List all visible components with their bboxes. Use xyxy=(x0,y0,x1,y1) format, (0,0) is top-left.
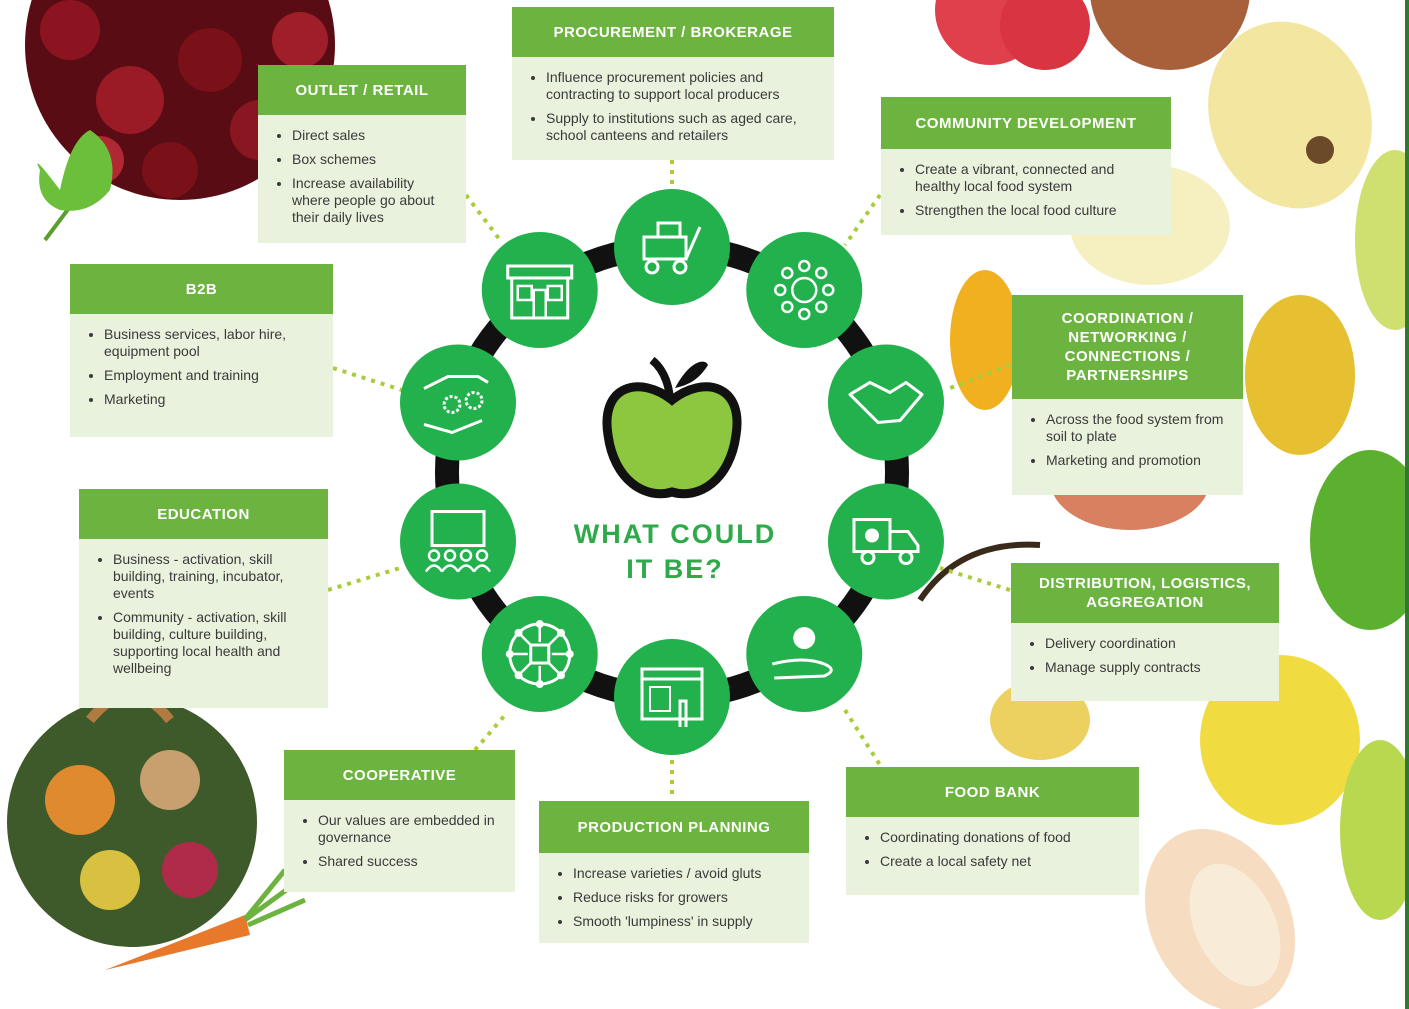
card-distribution: DISTRIBUTION, LOGISTICS, AGGREGATION Del… xyxy=(1011,563,1279,701)
list-item: Coordinating donations of food xyxy=(880,829,1123,846)
icon-node-circle xyxy=(746,596,863,713)
list-item: Business - activation, skill building, t… xyxy=(113,551,312,602)
card-list: Across the food system from soil to plat… xyxy=(1012,399,1243,479)
card-title: EDUCATION xyxy=(79,489,328,539)
list-item: Direct sales xyxy=(292,127,450,144)
apple-in-hand-icon xyxy=(746,596,863,713)
title-line: AGGREGATION xyxy=(1086,594,1204,611)
icon-node-circle xyxy=(614,639,730,755)
icon-node-circle xyxy=(827,344,944,461)
title-line: COORDINATION / xyxy=(1061,310,1194,327)
center-line-1: WHAT COULD xyxy=(573,519,777,549)
list-item: Create a local safety net xyxy=(880,853,1123,870)
list-item: Delivery coordination xyxy=(1045,635,1263,652)
apple-icon xyxy=(602,356,742,499)
list-item: Smooth 'lumpiness' in supply xyxy=(573,913,793,930)
card-title: B2B xyxy=(70,264,333,314)
card-title: COORDINATION / NETWORKING / CONNECTIONS … xyxy=(1012,295,1243,399)
center-question: WHAT COULD IT BE? xyxy=(540,517,810,587)
title-line: PARTNERSHIPS xyxy=(1066,367,1189,384)
list-item: Box schemes xyxy=(292,151,450,168)
title-line: NETWORKING / xyxy=(1068,329,1187,346)
card-list: Influence procurement policies and contr… xyxy=(512,57,834,154)
card-list: Business services, labor hire, equipment… xyxy=(70,314,333,418)
card-list: Create a vibrant, connected and healthy … xyxy=(881,149,1171,229)
icon-node-circle xyxy=(746,231,863,348)
card-procurement: PROCUREMENT / BROKERAGE Influence procur… xyxy=(512,7,834,160)
list-item: Increase availability where people go ab… xyxy=(292,175,450,226)
card-education: EDUCATION Business - activation, skill b… xyxy=(79,489,328,708)
vegetable-basket-photo xyxy=(7,690,257,947)
storefront-icon xyxy=(481,231,598,348)
delivery-truck-icon xyxy=(827,483,944,600)
list-item: Increase varieties / avoid gluts xyxy=(573,865,793,882)
card-list: Our values are embedded in governance Sh… xyxy=(284,800,515,880)
red-apples-photo xyxy=(935,0,1250,70)
card-title: PRODUCTION PLANNING xyxy=(539,801,809,853)
list-item: Marketing and promotion xyxy=(1046,452,1227,469)
center-line-2: IT BE? xyxy=(626,554,724,584)
list-item: Our values are embedded in governance xyxy=(318,812,499,846)
card-community-development: COMMUNITY DEVELOPMENT Create a vibrant, … xyxy=(881,97,1171,235)
handshake-icon xyxy=(827,344,944,461)
card-title: DISTRIBUTION, LOGISTICS, AGGREGATION xyxy=(1011,563,1279,623)
card-outlet-retail: OUTLET / RETAIL Direct sales Box schemes… xyxy=(258,65,466,243)
list-item: Reduce risks for growers xyxy=(573,889,793,906)
card-list: Increase varieties / avoid gluts Reduce … xyxy=(539,853,809,940)
right-edge-bar xyxy=(1405,0,1409,1009)
card-title: COOPERATIVE xyxy=(284,750,515,800)
card-title: FOOD BANK xyxy=(846,767,1139,817)
network-wheel-icon xyxy=(481,596,598,713)
trolley-icon xyxy=(614,189,730,305)
card-list: Direct sales Box schemes Increase availa… xyxy=(258,115,466,236)
card-b2b: B2B Business services, labor hire, equip… xyxy=(70,264,333,437)
icon-node-circle xyxy=(614,189,730,305)
card-list: Coordinating donations of food Create a … xyxy=(846,817,1139,880)
list-item: Marketing xyxy=(104,391,317,408)
classroom-icon xyxy=(400,483,517,600)
title-line: CONNECTIONS / xyxy=(1064,348,1191,365)
icon-node-circle xyxy=(400,483,517,600)
list-item: Employment and training xyxy=(104,367,317,384)
list-item: Community - activation, skill building, … xyxy=(113,609,312,677)
card-cooperative: COOPERATIVE Our values are embedded in g… xyxy=(284,750,515,892)
list-item: Strengthen the local food culture xyxy=(915,202,1155,219)
card-food-bank: FOOD BANK Coordinating donations of food… xyxy=(846,767,1139,895)
list-item: Business services, labor hire, equipment… xyxy=(104,326,317,360)
card-production-planning: PRODUCTION PLANNING Increase varieties /… xyxy=(539,801,809,943)
card-title: PROCUREMENT / BROKERAGE xyxy=(512,7,834,57)
icon-node-circle xyxy=(827,483,944,600)
list-item: Supply to institutions such as aged care… xyxy=(546,110,818,144)
card-title: OUTLET / RETAIL xyxy=(258,65,466,115)
list-item: Influence procurement policies and contr… xyxy=(546,69,818,103)
community-people-icon xyxy=(746,231,863,348)
list-item: Manage supply contracts xyxy=(1045,659,1263,676)
card-list: Business - activation, skill building, t… xyxy=(79,539,328,687)
icon-node-circle xyxy=(400,344,517,461)
list-item: Create a vibrant, connected and healthy … xyxy=(915,161,1155,195)
title-line: DISTRIBUTION, LOGISTICS, xyxy=(1038,575,1251,592)
gears-hands-icon xyxy=(400,344,517,461)
icon-node-circle xyxy=(481,596,598,713)
planning-screen-icon xyxy=(614,639,730,755)
card-coordination: COORDINATION / NETWORKING / CONNECTIONS … xyxy=(1012,295,1243,495)
list-item: Shared success xyxy=(318,853,499,870)
card-list: Delivery coordination Manage supply cont… xyxy=(1011,623,1279,686)
card-title: COMMUNITY DEVELOPMENT xyxy=(881,97,1171,149)
list-item: Across the food system from soil to plat… xyxy=(1046,411,1227,445)
parsley-leaf xyxy=(37,130,113,242)
